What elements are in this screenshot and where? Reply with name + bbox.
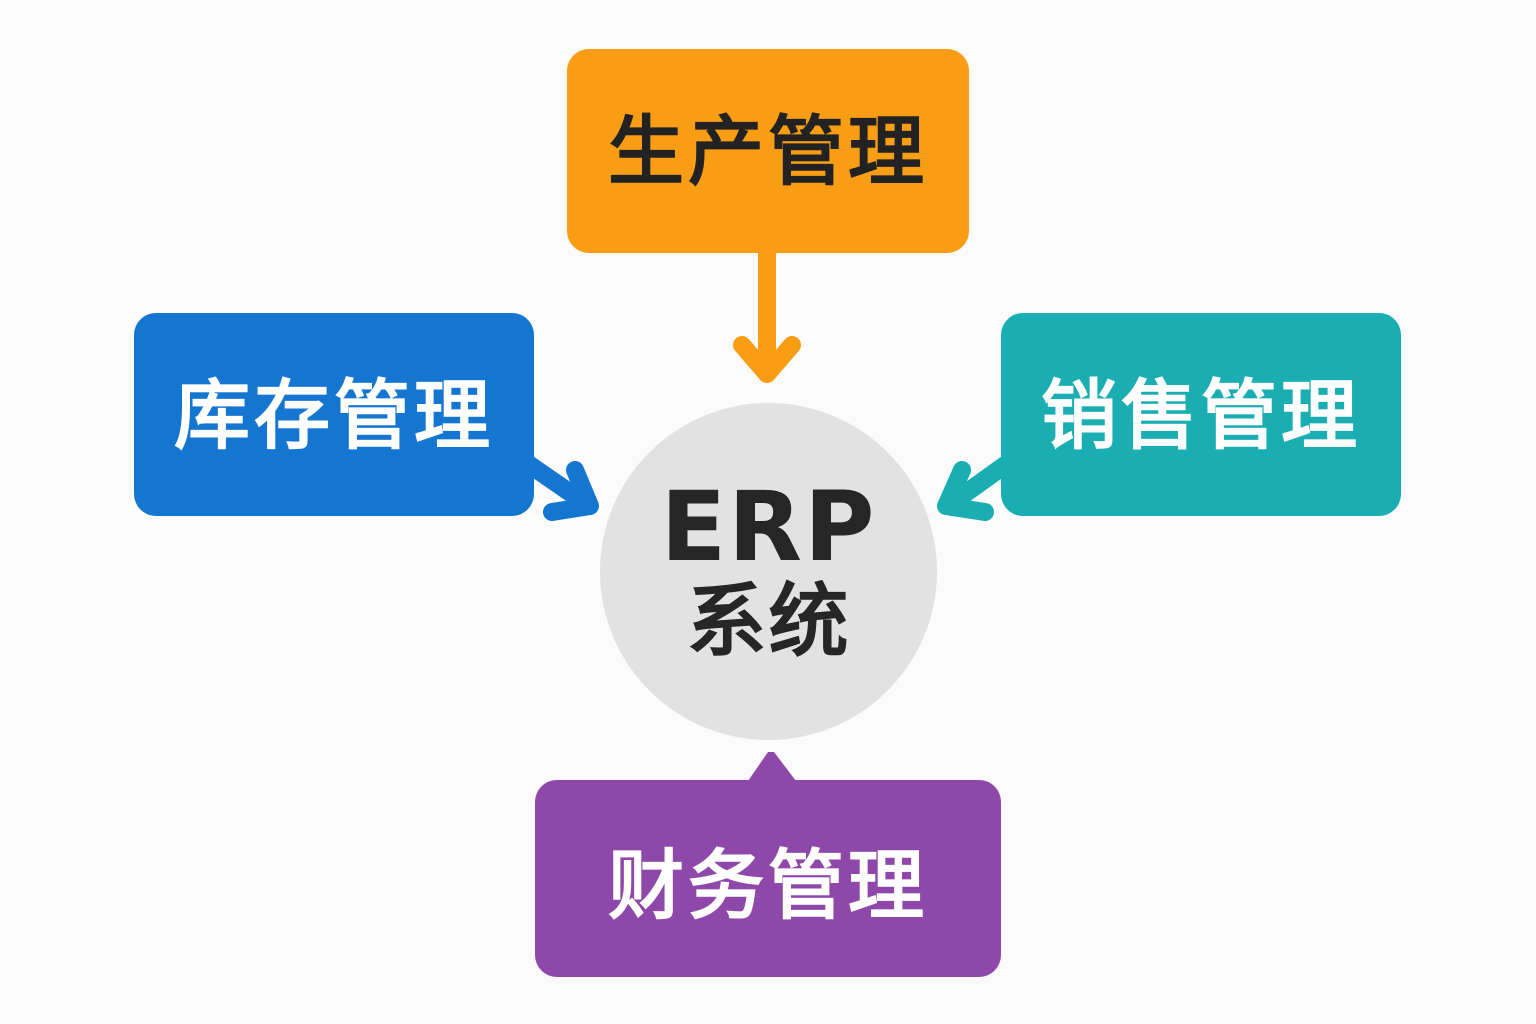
- module-production[interactable]: 生产管理: [567, 49, 969, 253]
- sales-arrow: [937, 456, 1014, 521]
- module-production-label: 生产管理: [608, 107, 928, 196]
- center-subtitle: 系统: [686, 574, 851, 668]
- finance-pointer: [748, 752, 796, 781]
- module-inventory-label: 库存管理: [174, 370, 494, 460]
- center-title: ERP: [660, 470, 877, 583]
- inventory-arrow: [521, 456, 599, 521]
- module-finance-label: 财务管理: [608, 840, 928, 930]
- module-sales[interactable]: 销售管理: [1001, 313, 1401, 516]
- production-arrow: [733, 244, 801, 383]
- module-finance[interactable]: 财务管理: [535, 780, 1001, 977]
- module-sales-label: 销售管理: [1041, 370, 1361, 460]
- erp-center-node[interactable]: ERP 系统: [600, 403, 937, 740]
- module-inventory[interactable]: 库存管理: [134, 313, 534, 516]
